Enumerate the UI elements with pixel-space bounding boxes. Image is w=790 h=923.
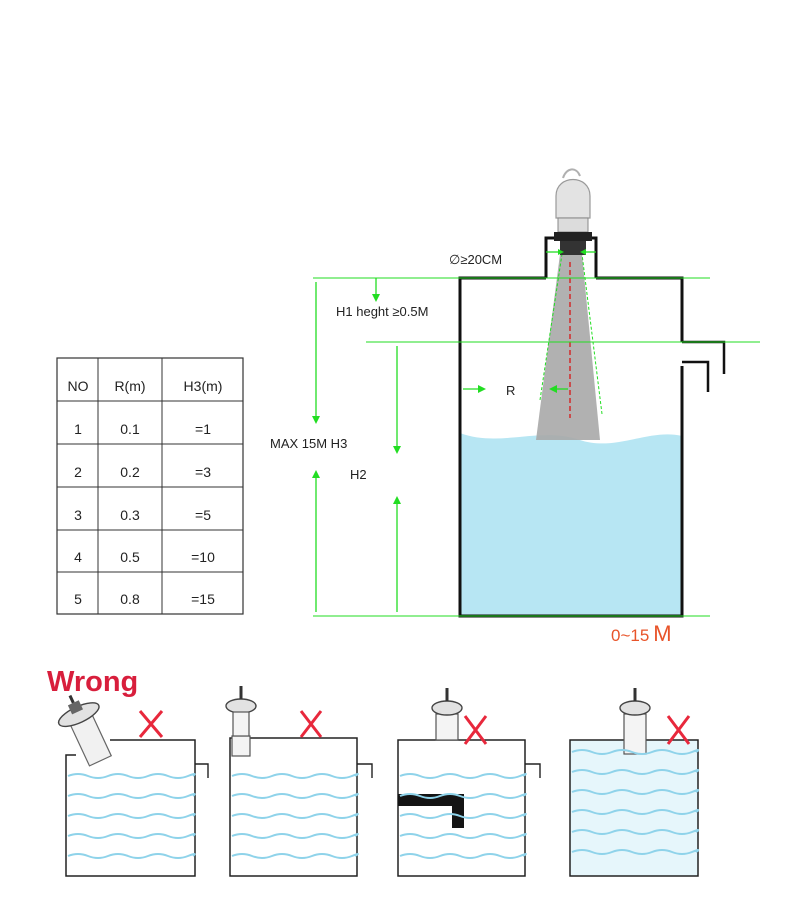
ultrasonic-beam (536, 254, 600, 440)
r-arrowhead-left (478, 385, 486, 393)
h1-label: H1 heght ≥0.5M (336, 304, 428, 319)
side-pipe (682, 340, 726, 392)
table-cell: 0.2 (120, 464, 140, 480)
table-cell: 0.5 (120, 549, 140, 565)
cross-mark (138, 710, 164, 738)
wrong-example-tilted-sensor (57, 694, 209, 877)
water-waves (231, 773, 359, 859)
table-cell: 0.3 (120, 507, 140, 523)
table-cell: =10 (191, 549, 215, 565)
wrong-tank-pipe (357, 763, 373, 778)
r-arrowhead-right (549, 385, 557, 393)
wrong-tank-outline (569, 739, 699, 877)
sensor-icon (225, 686, 257, 757)
table-cell: =1 (195, 421, 211, 437)
max-h3-label: MAX 15M H3 (270, 436, 347, 451)
wrong-tank-pipe (195, 763, 209, 778)
h2-arrowhead-up (393, 496, 401, 504)
h3-arrowhead-up (312, 470, 320, 478)
ultrasonic-sensor (554, 168, 592, 255)
obstacle-bracket (398, 794, 464, 828)
spec-table: NO R(m) H3(m) 1 0.1 =1 2 0.2 =3 3 0.3 =5… (56, 357, 244, 615)
table-cell: =15 (191, 591, 215, 607)
main-tank-diagram: ∅≥20CM H1 heght ≥0.5M R MAX 15M H3 H2 0~… (270, 168, 760, 646)
water-waves (399, 773, 527, 859)
h2-arrowhead-down (393, 446, 401, 454)
h3-arrowhead-down (312, 416, 320, 424)
table-cell: 4 (74, 549, 82, 565)
table-cell: 0.1 (120, 421, 140, 437)
table-cell: =3 (195, 464, 211, 480)
cross-mark (463, 715, 488, 745)
water-waves (67, 773, 196, 859)
table-header-h3: H3(m) (184, 378, 223, 394)
water-body (460, 433, 682, 616)
diameter-label: ∅≥20CM (449, 252, 502, 267)
table-cell: 1 (74, 421, 82, 437)
cross-mark (299, 710, 323, 738)
diameter-arrowhead-right (580, 249, 586, 255)
diameter-arrowhead-left (558, 249, 564, 255)
r-label: R (506, 383, 515, 398)
table-border (56, 357, 244, 615)
tilted-sensor (57, 694, 113, 767)
h1-arrowhead (372, 294, 380, 302)
wrong-example-overfilled (569, 688, 700, 877)
table-cell: 5 (74, 591, 82, 607)
sensor-icon (619, 688, 651, 755)
wrong-example-recessed-sensor (225, 686, 373, 877)
wrong-example-obstacle (397, 688, 541, 877)
table-cell: =5 (195, 507, 211, 523)
water-waves (571, 749, 700, 855)
table-cell: 0.8 (120, 591, 140, 607)
wrong-title: Wrong (47, 666, 138, 698)
range-value: 0~15 (611, 626, 649, 645)
table-cell: 3 (74, 507, 82, 523)
cross-mark (666, 715, 691, 745)
table-header-r: R(m) (114, 378, 145, 394)
wrong-tank-outline (65, 739, 196, 877)
sensor-icon (431, 688, 463, 741)
range-unit: M (653, 621, 671, 646)
beam-edge-right (581, 253, 603, 415)
wrong-tank-pipe (525, 763, 541, 778)
wrong-tank-outline (229, 737, 358, 877)
table-cell: 2 (74, 464, 82, 480)
h2-label: H2 (350, 467, 367, 482)
table-header-no: NO (68, 378, 89, 394)
